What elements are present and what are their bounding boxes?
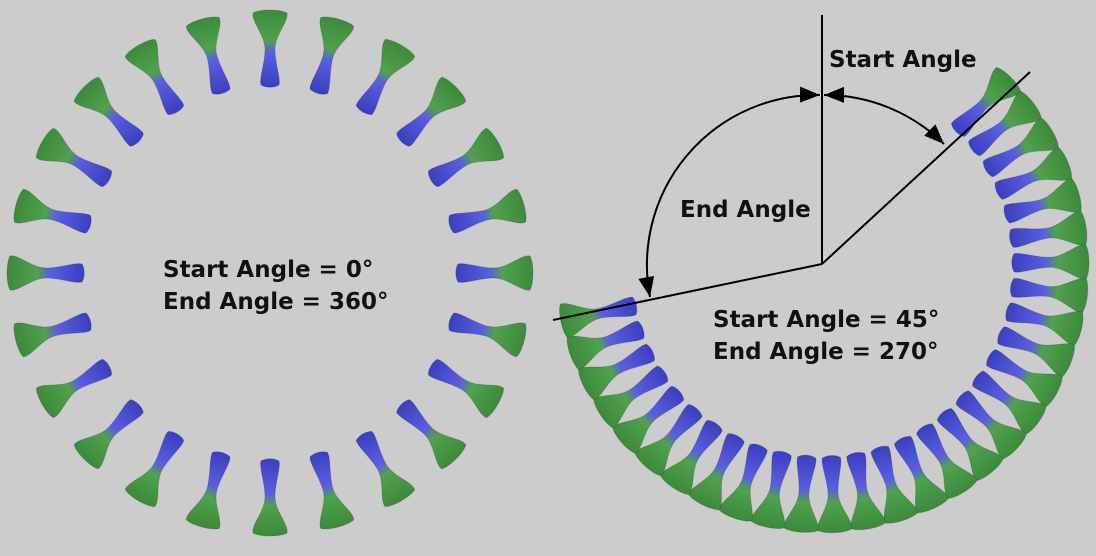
bone-segment: [73, 76, 144, 147]
bone-segment: [1011, 244, 1090, 280]
left-end-angle-label: End Angle = 360°: [163, 289, 389, 315]
bone-segment: [427, 127, 505, 188]
bone-segment: [427, 358, 505, 419]
bone-segment: [448, 312, 527, 358]
end-angle-arc: [638, 86, 821, 298]
bone-segment: [185, 16, 231, 95]
bone-segment: [13, 188, 92, 234]
bone-segment: [783, 454, 819, 533]
left-start-angle-label: Start Angle = 0°: [163, 257, 374, 283]
right-start-angle-label: Start Angle = 45°: [713, 307, 940, 333]
bone-segment: [355, 38, 416, 116]
bone-segment: [124, 38, 185, 116]
partial-ring: [559, 66, 1090, 534]
bone-segment: [870, 445, 919, 524]
bone-segment: [73, 399, 144, 470]
start-angle-annotation: Start Angle: [829, 47, 977, 73]
start-angle-arc: [823, 86, 945, 145]
bone-segment: [35, 358, 113, 419]
bone-segment: [185, 451, 231, 530]
bone-segment: [252, 458, 288, 537]
end-angle-annotation: End Angle: [680, 197, 811, 223]
bone-segment: [35, 127, 113, 188]
bone-segment: [355, 430, 416, 508]
start-angle-line: [821, 71, 1031, 265]
bone-segment: [448, 188, 527, 234]
angle-guides: [552, 15, 1031, 321]
bone-segment: [396, 399, 467, 470]
bone-segment: [718, 443, 768, 522]
bone-segment: [455, 255, 534, 291]
bone-segment: [252, 9, 288, 88]
bone-segment: [396, 76, 467, 147]
bone-segment: [817, 454, 853, 534]
bone-segment: [916, 423, 978, 500]
bone-segment: [986, 349, 1063, 408]
right-end-angle-label: End Angle = 270°: [713, 339, 939, 365]
bone-segment: [124, 430, 185, 508]
bone-segment: [309, 16, 355, 95]
bone-segment: [13, 312, 92, 358]
bone-segment: [6, 255, 85, 291]
bone-segment: [309, 451, 355, 530]
full-ring: [6, 9, 534, 537]
